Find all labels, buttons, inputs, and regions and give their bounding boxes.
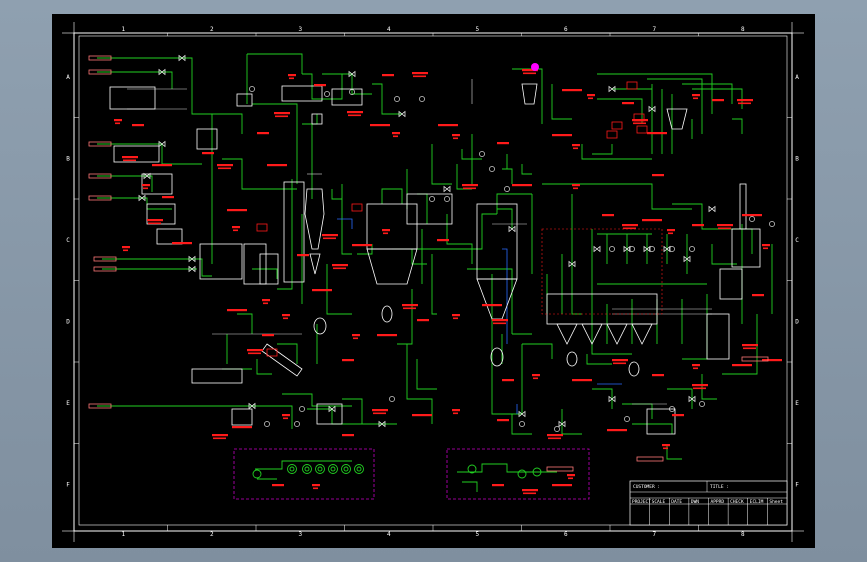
- tank-bottom-1: [316, 403, 343, 425]
- process-piping: [97, 53, 773, 492]
- stack: [739, 183, 747, 230]
- utility-lines: [127, 79, 712, 405]
- row-label: B: [66, 155, 70, 162]
- vessel-3: [566, 351, 578, 367]
- skid-pumps: [252, 464, 542, 479]
- column-label: 4: [387, 26, 391, 33]
- instrument-tags: [88, 55, 782, 495]
- column-label: 6: [564, 531, 568, 538]
- row-label: B: [795, 155, 799, 162]
- row-label: E: [66, 400, 70, 407]
- row-label: F: [795, 481, 799, 488]
- conveyor: [261, 343, 303, 377]
- column-label: 3: [298, 26, 302, 33]
- title-block-field: CHECK: [730, 499, 744, 505]
- row-label: A: [795, 74, 799, 81]
- title-block-field: DWN: [691, 499, 699, 505]
- vessel-2: [381, 305, 393, 323]
- highlight-marker: [531, 63, 539, 71]
- title-block-field: PROJECT: [632, 499, 651, 505]
- column-label: 2: [210, 531, 214, 538]
- column-label: 5: [475, 531, 479, 538]
- filter-hopper-3: [606, 323, 628, 345]
- tank-1: [109, 86, 156, 110]
- equipment: [109, 83, 761, 435]
- title-block-field: Sheet: [769, 499, 783, 505]
- title-block-field: ECLIM: [750, 499, 764, 505]
- heat-exchanger: [719, 268, 743, 300]
- filter-hopper-1: [556, 323, 578, 345]
- signal-lines: [337, 218, 622, 414]
- column-label: 2: [210, 26, 214, 33]
- column-label: 7: [652, 531, 656, 538]
- title-block-field: APPRD: [711, 499, 725, 505]
- column-label: 4: [387, 531, 391, 538]
- column-label: 1: [121, 26, 125, 33]
- column-label: 8: [741, 531, 745, 538]
- evaporator-hopper: [366, 248, 418, 285]
- title-block-field: DATE: [671, 499, 682, 505]
- skid-package-2: [446, 448, 590, 500]
- column-label: 5: [475, 26, 479, 33]
- tank-bottom-3: [231, 408, 253, 426]
- filter-boundary: [541, 228, 663, 315]
- reactor-2: [243, 243, 267, 285]
- collection-vessel: [490, 347, 504, 367]
- tank-top-1: [281, 85, 323, 102]
- row-label: C: [66, 237, 70, 244]
- outer-frame: [73, 32, 793, 532]
- spray-tower: [476, 203, 518, 280]
- package-boxes: [233, 448, 590, 500]
- title-label: TITLE :: [710, 484, 729, 490]
- row-label: F: [66, 481, 70, 488]
- tank-top-2: [331, 88, 363, 106]
- filter-hopper-4: [631, 323, 653, 345]
- column-label: 7: [652, 26, 656, 33]
- title-block-field: SCALE: [652, 499, 666, 505]
- spray-cone: [476, 278, 518, 320]
- tower-1: [283, 181, 305, 283]
- row-label: C: [795, 237, 799, 244]
- valves: [138, 54, 775, 432]
- tank-2: [113, 145, 160, 163]
- grid-ticks: [74, 33, 792, 531]
- cyclone-cone-1: [309, 253, 321, 275]
- evaporator: [366, 203, 418, 250]
- belt: [191, 368, 243, 384]
- vessel-4: [628, 361, 640, 377]
- dryer-2: [666, 108, 688, 130]
- column-label: 3: [298, 531, 302, 538]
- skid-package-1: [233, 448, 375, 500]
- row-label: D: [795, 318, 799, 325]
- column-label: 1: [121, 531, 125, 538]
- cyclone-1: [304, 188, 325, 250]
- column-label: 8: [741, 26, 745, 33]
- condenser: [406, 193, 453, 225]
- mixer-1: [196, 128, 218, 150]
- reactor-3: [259, 253, 279, 285]
- stack-base: [731, 228, 761, 268]
- tank-5: [156, 228, 183, 245]
- filter-hopper-2: [581, 323, 603, 345]
- column-label: 6: [564, 26, 568, 33]
- vessel-1: [313, 317, 327, 335]
- dryer-1: [521, 83, 538, 105]
- row-label: E: [795, 400, 799, 407]
- tank-top-4: [311, 113, 323, 125]
- row-label: D: [66, 318, 70, 325]
- row-label: A: [66, 74, 70, 81]
- tank-bottom-2: [646, 408, 676, 435]
- reactor-1: [199, 243, 243, 280]
- tank-top-3: [236, 93, 253, 107]
- customer-label: CUSTOMER :: [633, 484, 660, 490]
- instrument-boundaries: [541, 228, 663, 315]
- scrubber: [706, 313, 730, 360]
- corner-marks: [62, 22, 804, 542]
